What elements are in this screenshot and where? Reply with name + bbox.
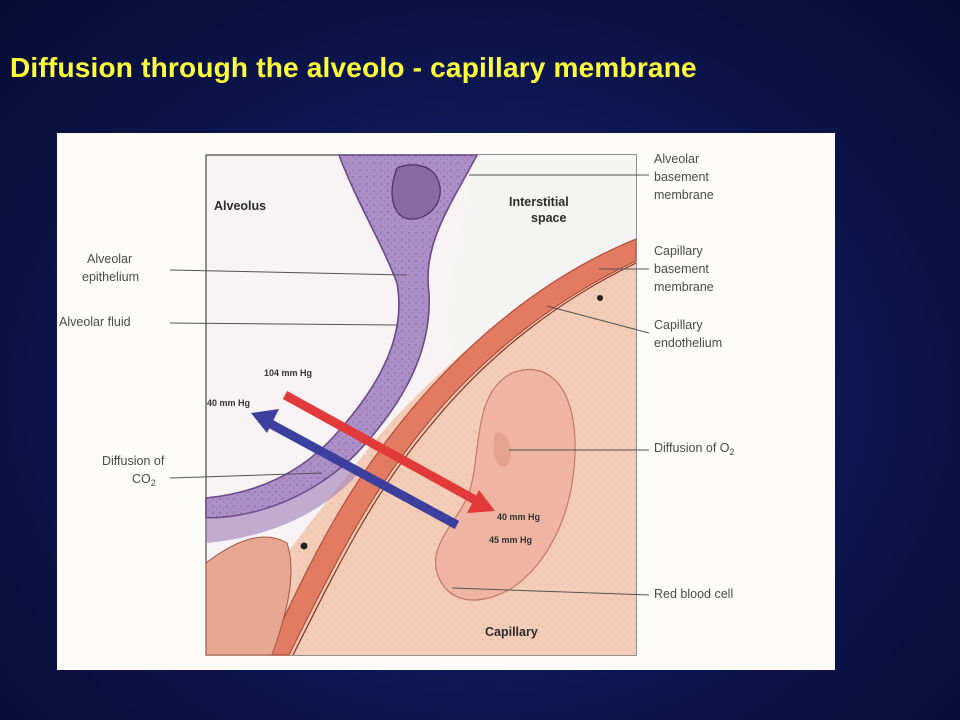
label-diffusion-o2: Diffusion of O2	[654, 441, 735, 457]
region-label-capillary: Capillary	[485, 625, 538, 639]
slide-title: Diffusion through the alveolo - capillar…	[10, 52, 697, 83]
label-capillary-endothelium-1: Capillary	[654, 318, 703, 332]
label-capillary-basement-2: basement	[654, 262, 709, 276]
interstitial-region	[448, 155, 636, 353]
region-label-alveolus: Alveolus	[214, 199, 266, 213]
lower-tissue	[205, 536, 292, 656]
epithelial-nucleus	[391, 164, 441, 220]
pressure-capillary-o2: 40 mm Hg	[497, 512, 540, 522]
label-alveolar-epithelium-1: Alveolar	[87, 252, 132, 266]
label-alveolar-fluid: Alveolar fluid	[59, 315, 131, 329]
red-blood-cell	[435, 368, 576, 601]
label-alveolar-basement-1: Alveolar	[654, 152, 699, 166]
pressure-alveolar-o2: 104 mm Hg	[264, 368, 312, 378]
label-capillary-basement-1: Capillary	[654, 244, 703, 258]
label-red-blood-cell: Red blood cell	[654, 587, 733, 601]
label-capillary-basement-3: membrane	[654, 280, 714, 294]
label-diffusion-co2-1: Diffusion of	[102, 454, 165, 468]
region-label-interstitial-1: Interstitial	[509, 195, 569, 209]
label-capillary-endothelium-2: endothelium	[654, 336, 722, 350]
label-diffusion-co2-2: CO2	[132, 472, 156, 488]
capillary-endothelium-wall	[266, 238, 637, 656]
leader-lines	[169, 174, 650, 596]
pressure-alveolar-co2: 40 mm Hg	[207, 398, 250, 408]
co2-diffusion-arrow	[251, 409, 460, 529]
label-alveolar-basement-2: basement	[654, 170, 709, 184]
label-alveolar-epithelium-2: epithelium	[82, 270, 139, 284]
o2-diffusion-arrow	[282, 391, 495, 513]
diagram-figure: Alveolus Interstitial space Capillary Al…	[57, 133, 835, 670]
pressure-capillary-co2: 45 mm Hg	[489, 535, 532, 545]
alveolo-capillary-diagram: Alveolus Interstitial space Capillary Al…	[59, 152, 735, 656]
label-alveolar-basement-3: membrane	[654, 188, 714, 202]
region-label-interstitial-2: space	[531, 211, 566, 225]
